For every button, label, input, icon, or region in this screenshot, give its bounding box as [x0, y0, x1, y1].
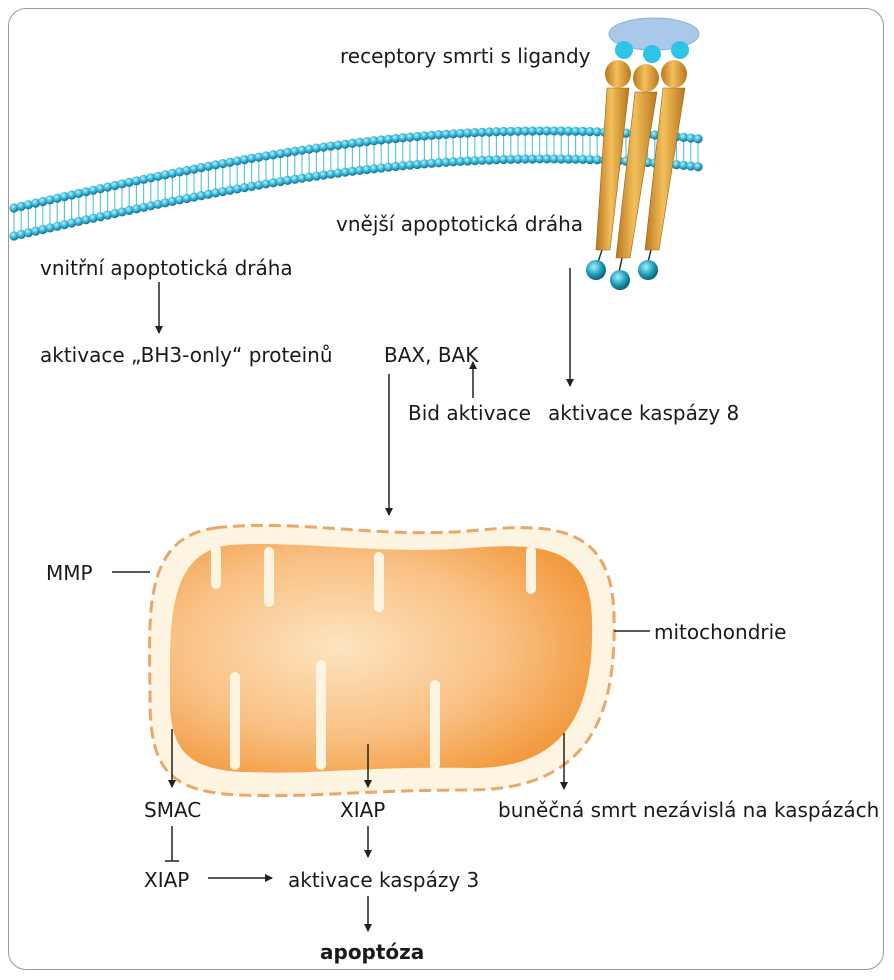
bh3-activation-label: aktivace „BH3-only“ proteinů [40, 345, 333, 365]
bid-activation-label: Bid aktivace [408, 403, 531, 423]
lipid-head [693, 162, 702, 171]
caspase3-label: aktivace kaspázy 3 [288, 870, 479, 890]
mitochondrion [150, 525, 615, 795]
receptor-head [643, 45, 661, 63]
receptor-head [615, 41, 633, 59]
receptor-head [671, 41, 689, 59]
bax-bak-label: BAX, BAK [384, 345, 478, 365]
extrinsic-pathway-label: vnější apoptotická dráha [336, 214, 583, 234]
death-domain [638, 260, 658, 280]
apoptosis-label: apoptóza [320, 942, 424, 962]
caspase8-label: aktivace kaspázy 8 [548, 403, 739, 423]
xiap-center-label: XIAP [340, 800, 385, 820]
mitochondria-label: mitochondrie [654, 622, 786, 642]
smac-label: SMAC [144, 800, 201, 820]
lipid-head [693, 134, 702, 143]
xiap-left-label: XIAP [144, 870, 189, 890]
caspase-independent-label: buněčná smrt nezávislá na kaspázách [498, 800, 879, 820]
death-receptors-label: receptory smrti s ligandy [340, 46, 591, 66]
mmp-label: MMP [46, 563, 93, 583]
death-domain [586, 260, 606, 280]
death-domain [610, 270, 630, 290]
death-receptor-complex [586, 18, 699, 290]
intrinsic-pathway-label: vnitřní apoptotická dráha [40, 258, 293, 278]
